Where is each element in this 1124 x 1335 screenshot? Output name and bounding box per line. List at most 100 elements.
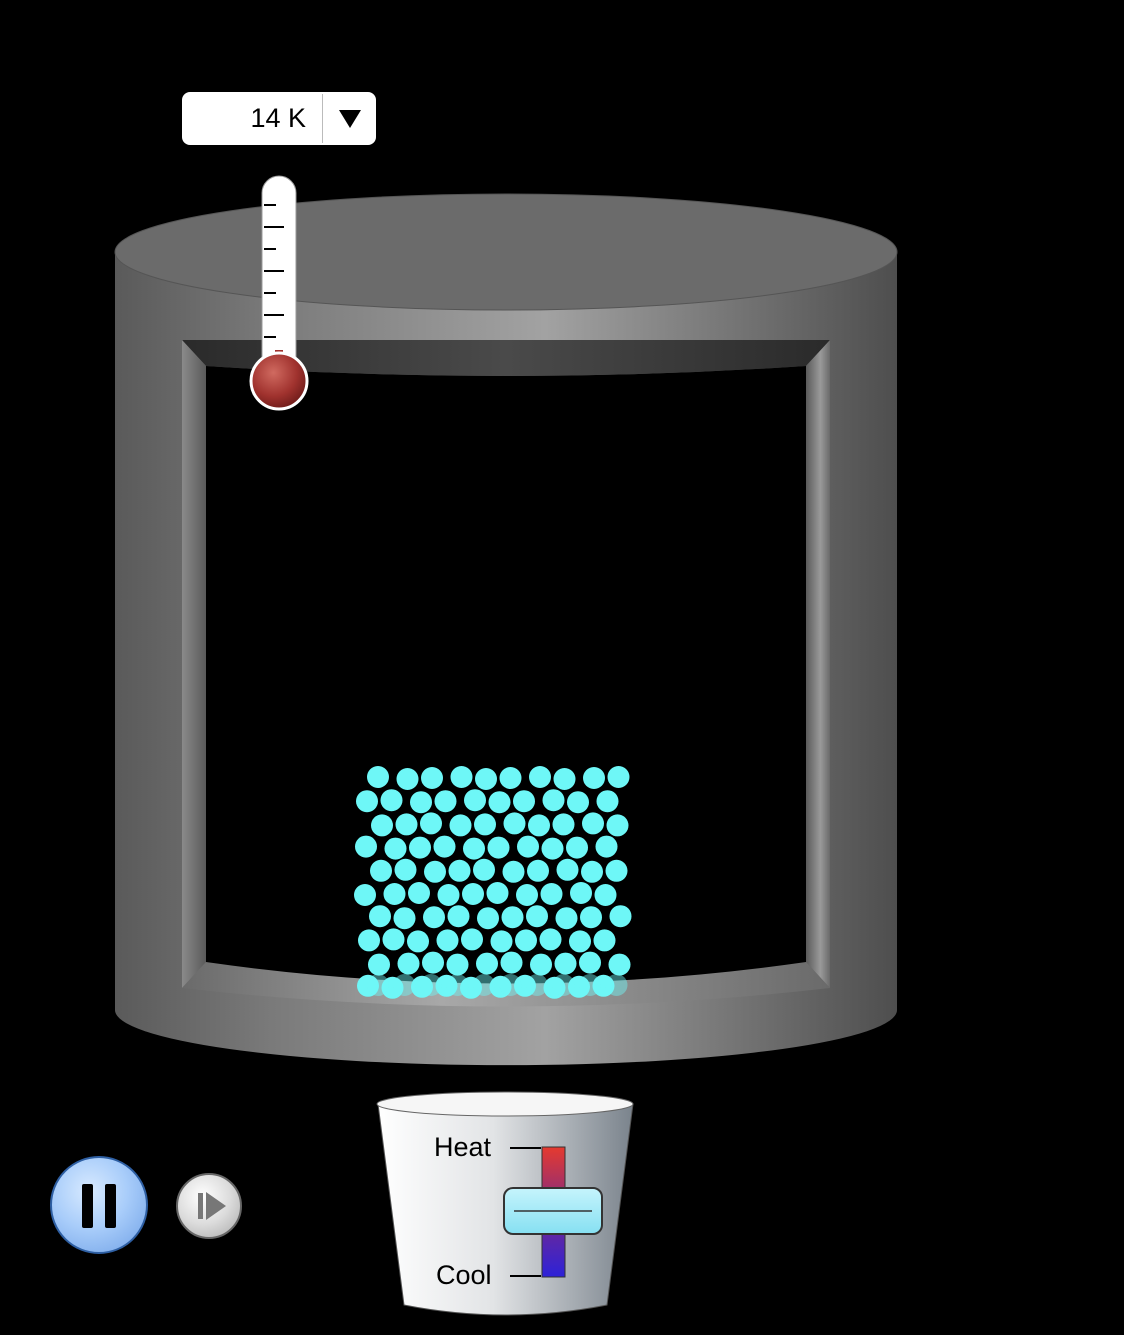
temperature-divider bbox=[322, 94, 323, 143]
particle bbox=[476, 952, 498, 975]
particle bbox=[449, 814, 472, 837]
particle bbox=[503, 812, 526, 835]
thermometer-ticks bbox=[264, 204, 284, 338]
particle bbox=[513, 790, 535, 813]
particle bbox=[367, 974, 389, 996]
particle bbox=[609, 905, 632, 928]
particle bbox=[437, 884, 460, 906]
particle bbox=[420, 812, 442, 835]
pause-button[interactable] bbox=[50, 1156, 148, 1254]
particle bbox=[422, 951, 444, 974]
particle bbox=[502, 860, 525, 883]
particle bbox=[408, 882, 430, 904]
particle bbox=[529, 766, 551, 788]
particle bbox=[394, 858, 417, 881]
particle bbox=[488, 791, 511, 814]
particle bbox=[608, 953, 631, 976]
container-inner-left bbox=[182, 340, 206, 988]
particle bbox=[607, 766, 630, 788]
particle bbox=[528, 814, 550, 837]
particle bbox=[552, 974, 575, 996]
particle bbox=[527, 859, 549, 882]
particle bbox=[543, 976, 566, 999]
particle bbox=[435, 974, 458, 997]
particle bbox=[605, 974, 628, 996]
triangle-down-icon bbox=[338, 109, 361, 128]
bucket-rim bbox=[376, 1091, 634, 1117]
particle bbox=[464, 789, 486, 812]
particle bbox=[448, 859, 471, 882]
particle bbox=[434, 790, 457, 813]
particle bbox=[592, 974, 615, 997]
particle bbox=[556, 858, 579, 881]
particle bbox=[594, 884, 617, 906]
particle bbox=[474, 813, 496, 836]
particle bbox=[570, 882, 592, 904]
particle bbox=[489, 975, 512, 998]
particle bbox=[530, 953, 552, 976]
particle bbox=[395, 813, 418, 836]
particle bbox=[397, 952, 420, 975]
particle bbox=[605, 859, 628, 882]
particle bbox=[540, 883, 563, 905]
particle bbox=[579, 951, 601, 974]
particle bbox=[499, 974, 522, 996]
particle bbox=[539, 928, 562, 951]
particle bbox=[368, 953, 390, 976]
particle bbox=[446, 974, 469, 996]
container-chamber bbox=[206, 366, 806, 984]
container bbox=[114, 193, 898, 1066]
particle bbox=[500, 951, 523, 974]
particle bbox=[367, 766, 389, 788]
step-forward-button[interactable] bbox=[176, 1173, 242, 1239]
particle bbox=[393, 974, 416, 996]
particle bbox=[475, 768, 497, 790]
particle bbox=[354, 884, 376, 906]
particle bbox=[567, 791, 589, 814]
particle bbox=[566, 836, 588, 859]
particle bbox=[581, 860, 603, 883]
particle bbox=[462, 883, 484, 905]
container-lid bbox=[114, 193, 898, 311]
particle bbox=[569, 930, 591, 953]
temperature-readout: 14 K bbox=[182, 92, 376, 145]
particle bbox=[424, 860, 446, 883]
particle bbox=[490, 930, 513, 953]
particle bbox=[579, 974, 601, 996]
particle bbox=[461, 928, 483, 951]
particle bbox=[486, 882, 509, 904]
heat-cool-bucket bbox=[376, 1091, 634, 1316]
particle bbox=[371, 814, 393, 837]
particle bbox=[593, 929, 616, 952]
temperature-units-dropdown[interactable] bbox=[323, 92, 376, 145]
thermometer-bulb bbox=[249, 351, 309, 411]
particle bbox=[447, 905, 470, 928]
particle bbox=[407, 930, 429, 953]
particle bbox=[369, 905, 391, 928]
particle bbox=[555, 907, 578, 930]
particle bbox=[450, 766, 473, 788]
particle bbox=[370, 859, 392, 882]
particle bbox=[460, 976, 482, 999]
particle bbox=[477, 907, 499, 930]
particle bbox=[358, 929, 380, 952]
particle bbox=[595, 835, 618, 858]
particle bbox=[526, 974, 548, 996]
particles bbox=[354, 766, 632, 999]
particle bbox=[517, 835, 539, 858]
particle bbox=[583, 767, 605, 789]
particle bbox=[396, 768, 419, 790]
particle bbox=[409, 836, 431, 859]
particle bbox=[552, 813, 575, 836]
particle bbox=[446, 953, 469, 976]
particle bbox=[526, 905, 548, 928]
heat-cool-slider-knob[interactable] bbox=[503, 1187, 603, 1235]
particle bbox=[384, 837, 407, 860]
particle bbox=[501, 906, 524, 929]
particle bbox=[411, 975, 433, 998]
particle bbox=[357, 974, 379, 997]
heat-label: Heat bbox=[434, 1132, 492, 1162]
particle bbox=[383, 883, 406, 905]
container-inner-top bbox=[182, 340, 830, 376]
